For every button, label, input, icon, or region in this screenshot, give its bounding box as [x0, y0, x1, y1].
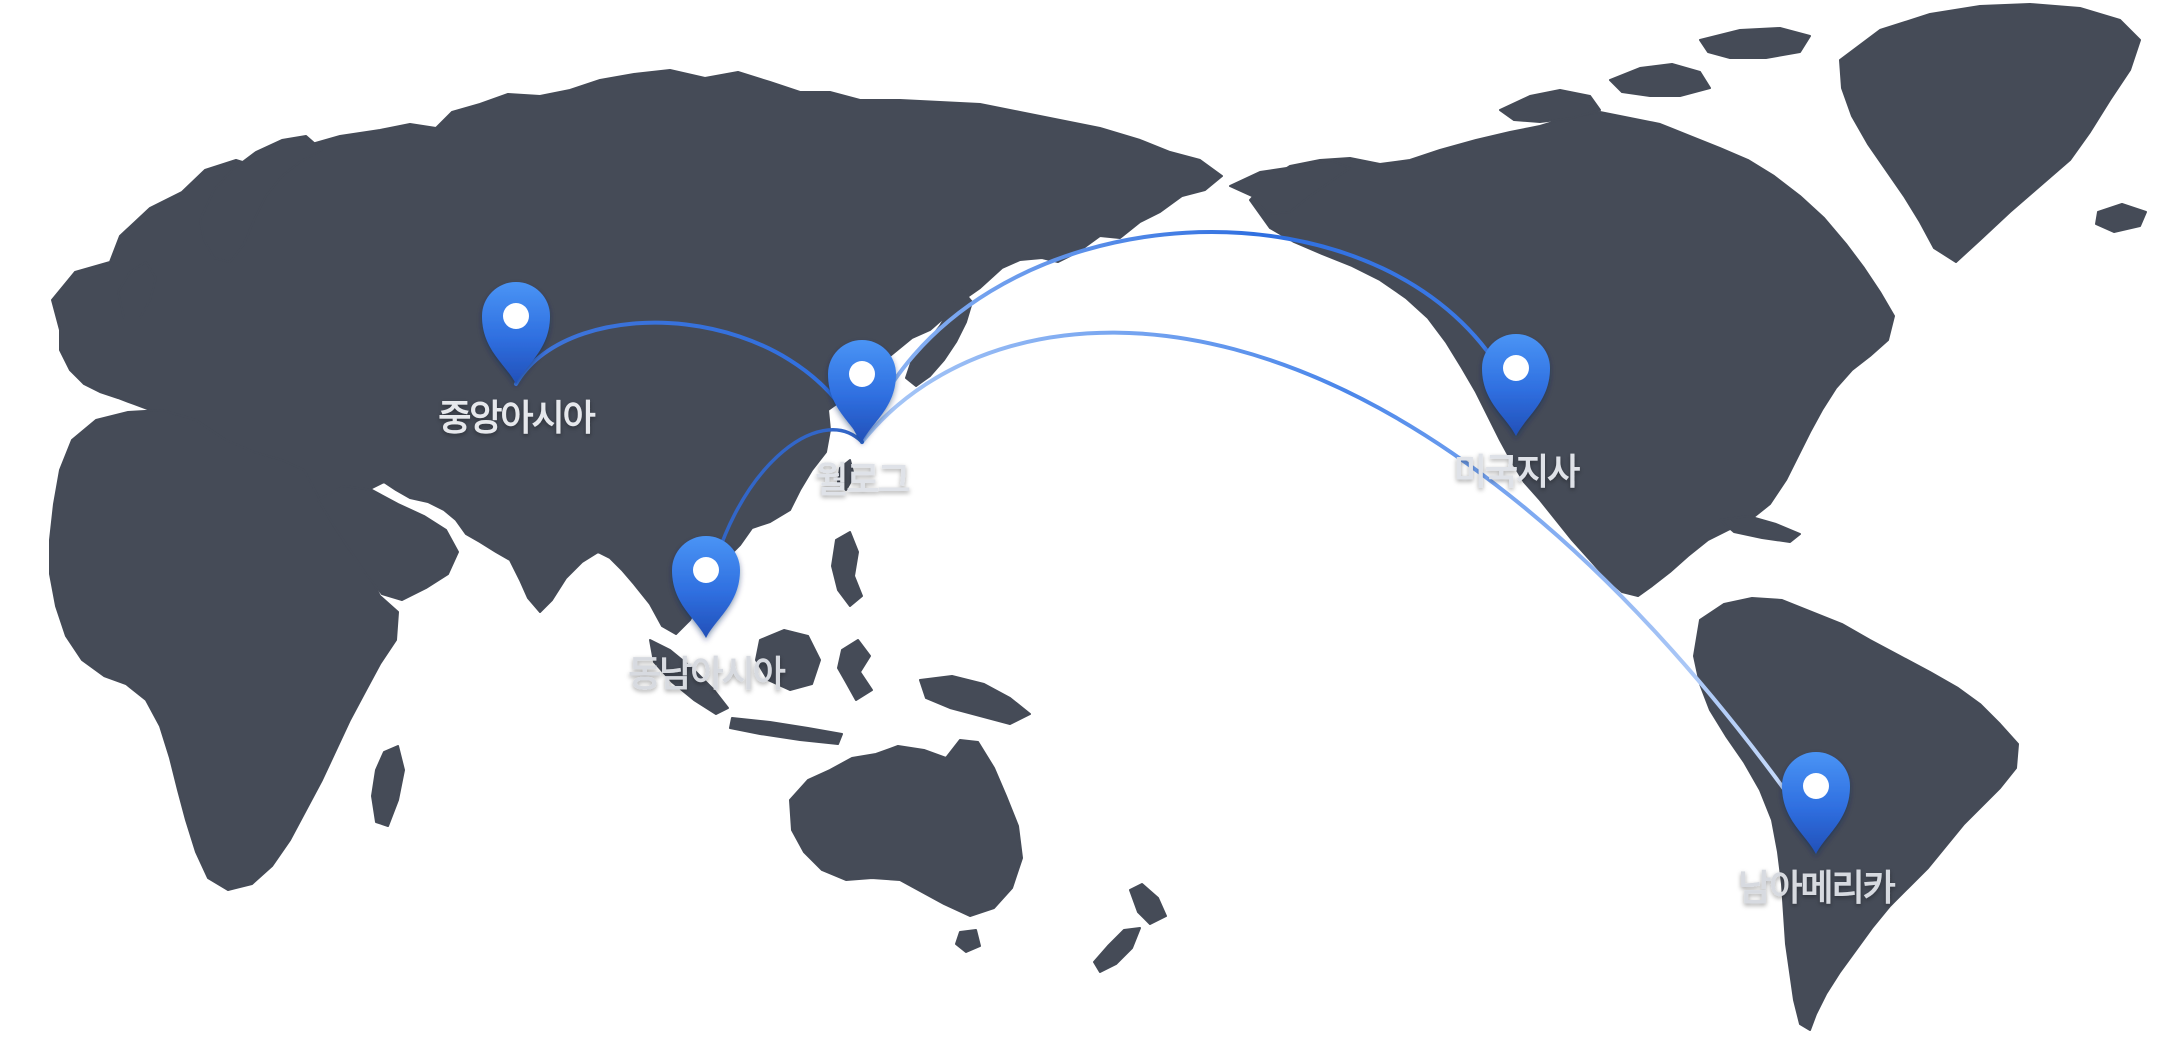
route-hq-south-america [860, 330, 1814, 830]
landmass-caribbean [1719, 515, 1801, 543]
landmass-arctic-islands [1499, 27, 1811, 123]
landmass-sumatra [649, 639, 729, 715]
location-label-central-asia: 중앙아시아 [438, 398, 595, 439]
location-label-southeast-asia: 동남아시아 [628, 654, 785, 695]
location-pin-icon[interactable] [1782, 752, 1850, 854]
landmass-madagascar [371, 745, 405, 827]
pins [482, 282, 1850, 854]
landmass-taiwan [837, 459, 855, 491]
route-central-asia-hq [514, 320, 864, 444]
landmass-java [729, 717, 843, 745]
landmass-sulawesi [837, 639, 873, 701]
landmass-africa [49, 409, 399, 891]
location-pin-icon[interactable] [672, 536, 740, 638]
location-labels: 중앙아시아 월로그 미국지사 동남아시아 남아메리카 [438, 398, 1897, 909]
landmass-new-guinea [919, 675, 1031, 725]
location-label-usa: 미국지사 [1454, 452, 1580, 493]
landmass-alaska [1229, 159, 1351, 215]
landmasses [49, 3, 2147, 1031]
landmass-britain [117, 261, 157, 319]
landmass-north-america [1249, 111, 1895, 597]
landmass-philippines [831, 531, 863, 607]
landmass-arabia [317, 485, 459, 601]
landmass-australia [789, 739, 1023, 917]
location-pin-icon[interactable] [828, 340, 896, 442]
location-pin-icon[interactable] [482, 282, 550, 384]
location-label-hq: 월로그 [815, 460, 909, 501]
route-hq-usa [860, 230, 1518, 444]
landmass-tasmania [955, 929, 981, 953]
location-pin-icon[interactable] [1482, 334, 1550, 436]
landmass-greenland [1839, 3, 2141, 263]
landmass-south-america [1693, 597, 2019, 1031]
landmass-scandinavia [199, 135, 323, 263]
location-label-south-america: 남아메리카 [1738, 868, 1895, 909]
landmass-borneo [755, 629, 821, 691]
landmass-iceland [2095, 203, 2147, 233]
landmass-new-zealand [1093, 883, 1167, 973]
